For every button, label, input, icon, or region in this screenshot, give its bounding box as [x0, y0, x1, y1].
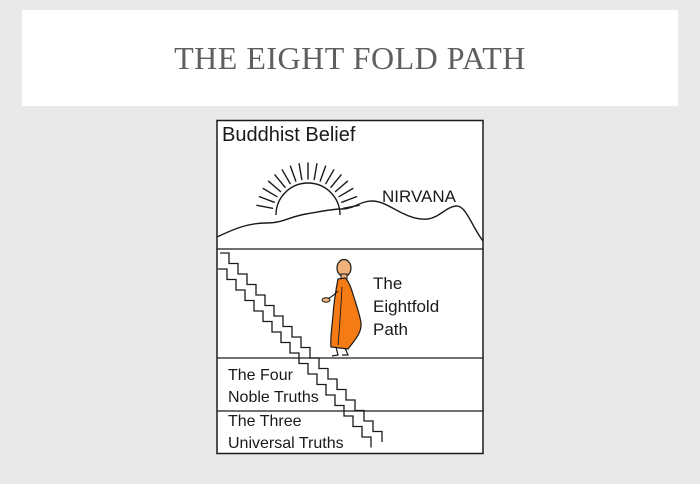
four-truths-line-2: Noble Truths	[228, 389, 319, 406]
diagram-svg: Buddhist Belief NIRVANA	[216, 119, 484, 455]
eightfold-label-line-2: Eightfold	[373, 297, 439, 316]
sun-ray	[289, 165, 297, 182]
sun-ray	[319, 165, 327, 182]
slide-title: THE EIGHT FOLD PATH	[174, 40, 526, 76]
eightfold-label-line-1: The	[373, 274, 402, 293]
four-truths-line-1: The Four	[228, 367, 294, 384]
sun-ray	[258, 195, 275, 204]
sun-ray	[267, 180, 282, 193]
diagram-heading: Buddhist Belief	[222, 124, 356, 146]
eightfold-label-line-3: Path	[373, 320, 408, 339]
three-truths-line-2: Universal Truths	[228, 435, 344, 452]
sun-icon	[256, 162, 360, 216]
three-universal-truths-label: The Three Universal Truths	[228, 413, 344, 452]
sun-ray	[281, 169, 291, 185]
monk-icon	[321, 258, 362, 357]
sun-ray	[298, 163, 303, 181]
sun-ray	[330, 174, 342, 189]
sun-ray	[334, 180, 349, 193]
eightfold-label: The Eightfold Path	[373, 274, 444, 339]
sun-ray	[274, 174, 286, 189]
sun-ray	[256, 204, 274, 210]
sun-ray	[262, 187, 278, 198]
buddhist-belief-diagram: Buddhist Belief NIRVANA	[214, 119, 486, 455]
sun-ray	[325, 169, 335, 185]
staircase-icon	[218, 252, 383, 448]
sun-ray	[313, 163, 318, 181]
nirvana-label: NIRVANA	[382, 187, 457, 206]
four-noble-truths-label: The Four Noble Truths	[228, 367, 319, 406]
sun-ray	[338, 187, 354, 198]
hills-icon	[216, 200, 484, 242]
sun-ray	[340, 195, 358, 204]
title-band	[22, 10, 678, 106]
three-truths-line-1: The Three	[228, 413, 302, 430]
